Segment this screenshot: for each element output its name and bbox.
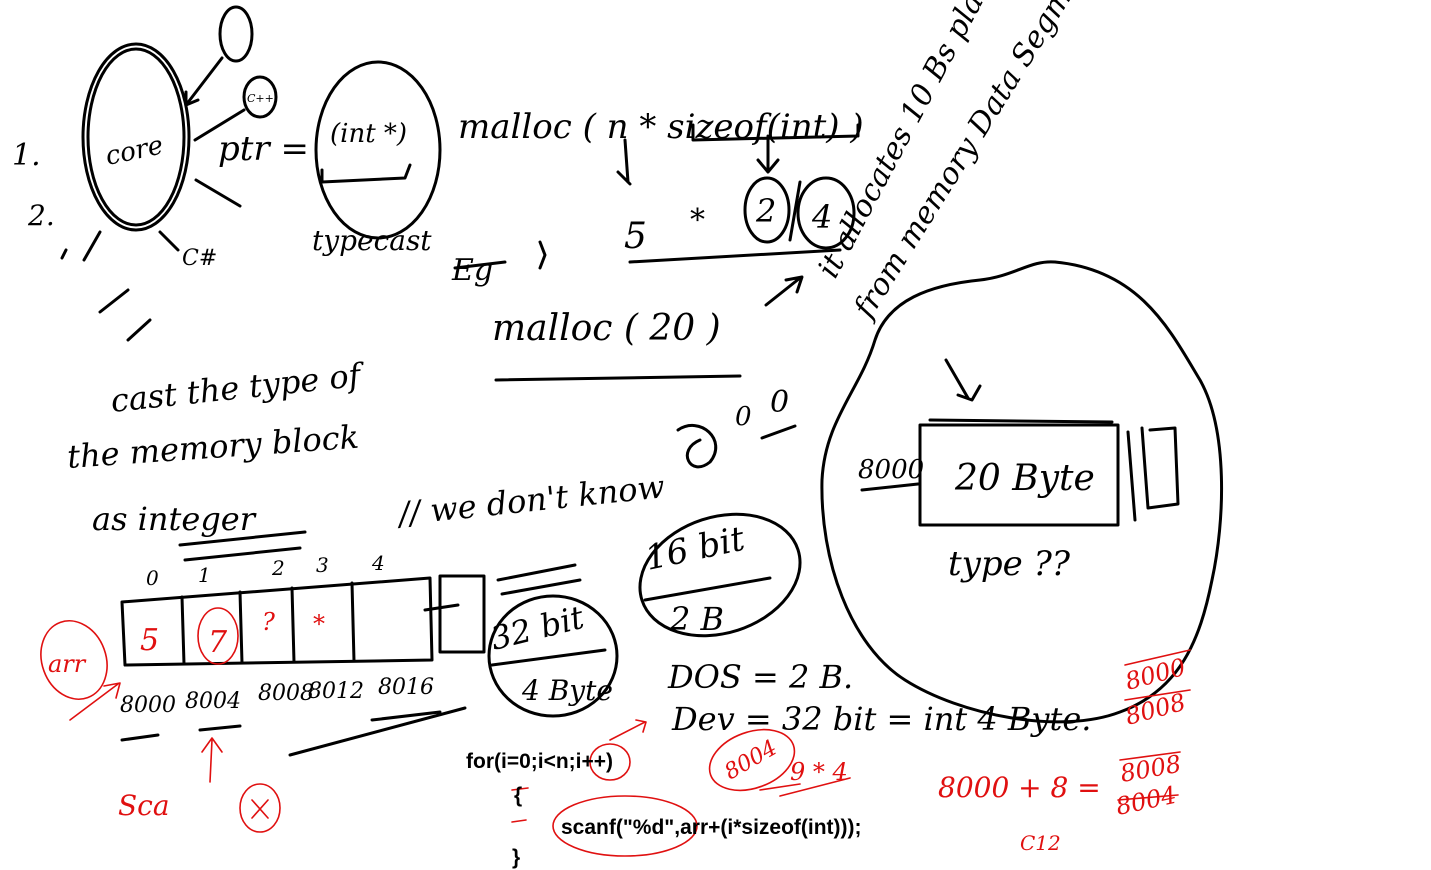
bit16-circle [638,512,802,638]
type-question: type ?? [948,544,1071,584]
typecast-diagram: (int *) typecast [312,60,442,257]
block-20-byte [918,423,1120,527]
arr-label: arr [48,650,87,678]
addr-8004-circle [708,728,796,792]
four: 4 [811,198,832,236]
sizeof-brace [691,123,860,142]
cell-0: 5 [140,623,159,658]
bit16: 16 bit [642,519,749,579]
two-circle [743,176,791,244]
list-one: 1. [12,138,41,173]
addr-1: 8004 [185,689,241,714]
idx-0: 0 [146,566,159,590]
idx-4: 4 [371,551,385,575]
memory-blob [820,260,1224,724]
code-scanf-line: scanf("%d",arr+(i*sizeof(int))); [561,816,862,839]
typecast-label: typecast [312,224,432,257]
sca-label: Sca [118,789,170,822]
ptr-eq: ptr = [218,129,309,169]
svg-text:0: 0 [770,385,789,420]
addr-0: 8000 [120,693,176,718]
addr-3: 8012 [308,679,364,704]
list-two: 2. [27,199,55,232]
cell-2: ? [262,608,275,636]
addr-2: 8008 [258,681,314,706]
bit32: 32 bit [487,598,588,658]
cast-line-2: the memory block [66,418,360,476]
arrow-low [194,178,242,208]
five: 5 [624,216,647,257]
addr-8000: 8000 [858,455,924,485]
core-circle [86,47,186,227]
idx-1: 1 [198,563,211,587]
addr-8004-red: 8004 [721,736,782,786]
scanf-circle [552,795,698,857]
malloc-call: malloc ( n * sizeof(int) ) [458,107,864,147]
array-outline [120,576,434,667]
core-diagram: core C++ C# 1. 2. ptr = [12,5,309,271]
code-close-brace: } [512,846,521,869]
typecast-circle [314,60,442,240]
dos-line: DOS = 2 B. [667,658,853,696]
plus-four: 9 * 4 [790,758,848,786]
core-label: core [103,130,166,171]
sum-label: 8000 + 8 = [938,771,1101,804]
code-open-brace: { [514,784,523,807]
array-extra-cell [438,574,486,654]
underline-product [628,248,842,264]
svg-text:0: 0 [735,402,752,432]
cast-line-1: cast the type of [109,355,367,420]
byte4: 4 Byte [521,674,613,707]
idx-2: 2 [271,556,285,580]
b2: 2 B [669,600,724,638]
cast-int-ptr: (int *) [330,119,407,149]
code-for-line: for(i=0;i<n;i++) [466,750,614,773]
memory-segment: 8000 20 Byte type ?? [820,260,1224,724]
cell-3: * [313,610,325,638]
array-diagram: 0 1 2 3 4 5 7 ? * 8000 8004 8008 8012 80… [120,551,486,757]
arrow-top [184,56,224,107]
four-circle [796,176,856,250]
small-circle-top [218,5,254,63]
malloc-20-label: malloc ( 20 ) [492,308,721,349]
svg-text:C++: C++ [247,92,274,105]
malloc-expression: malloc ( n * sizeof(int) ) 5 * 2 4 Eg [451,107,864,288]
addr-4: 8016 [378,675,434,700]
malloc-20-underline [494,374,742,382]
arrow-mid [193,108,246,142]
two: 2 [755,192,776,230]
eg-label: Eg [451,253,493,288]
c12-label: C12 [1020,831,1061,855]
idx-3: 3 [316,553,329,577]
times: * [690,203,705,238]
we-dont-know: // we don't know [394,467,667,533]
cell-1: 7 [208,625,228,660]
cast-line-3: as integer [92,500,257,538]
svg-text:C#: C# [182,246,217,271]
bit32-circle [487,594,619,718]
arr-circle [40,620,108,700]
cast-explanation: cast the type of the memory block as int… [66,288,367,562]
bytes-20: 20 Byte [954,458,1095,499]
